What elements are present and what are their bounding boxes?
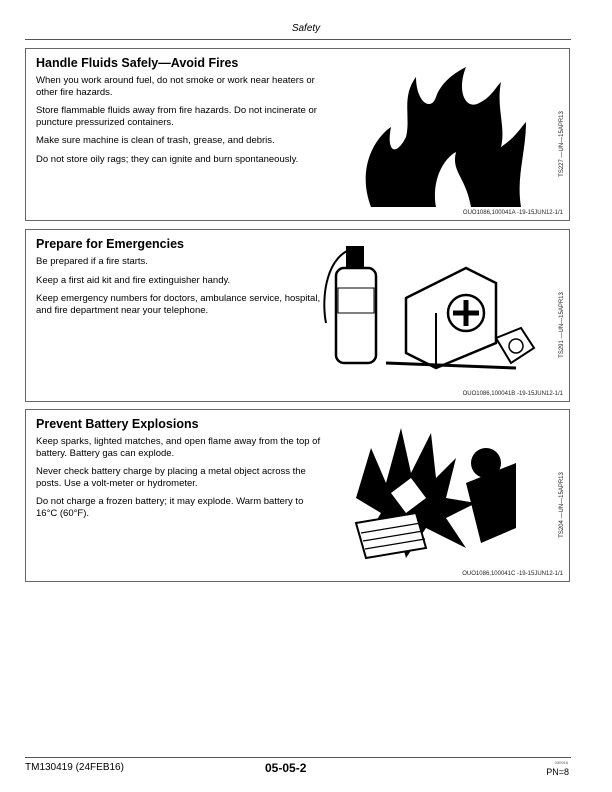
figure-id: TS204 —UN—15APR13 bbox=[559, 472, 565, 538]
battery-explosion-illustration bbox=[354, 428, 516, 560]
first-aid-extinguisher-illustration bbox=[323, 246, 536, 370]
paragraph: Keep emergency numbers for doctors, ambu… bbox=[36, 293, 321, 316]
paragraph: Never check battery charge by placing a … bbox=[36, 466, 306, 489]
section-header: Safety bbox=[291, 23, 321, 34]
flames-illustration bbox=[365, 67, 526, 207]
paragraph: Keep sparks, lighted matches, and open f… bbox=[36, 436, 321, 459]
safety-block-battery: Prevent Battery Explosions Keep sparks, … bbox=[25, 409, 570, 582]
figure-id: TS291 —UN—15APR13 bbox=[559, 292, 565, 358]
paragraph: When you work around fuel, do not smoke … bbox=[36, 75, 315, 98]
paragraph: Do not store oily rags; they can ignite … bbox=[36, 153, 299, 165]
reference-code: OUO1086,100041C -19-15JUN12-1/1 bbox=[462, 571, 563, 577]
reference-code: OUO1086,100041A -19-15JUN12-1/1 bbox=[462, 210, 563, 216]
pn-number: PN=8 bbox=[546, 767, 569, 777]
paragraph: Store flammable fluids away from fire ha… bbox=[36, 105, 317, 128]
page-number: 05-05-2 bbox=[265, 761, 307, 775]
block-body: Keep sparks, lighted matches, and open f… bbox=[36, 436, 321, 526]
block-title: Prepare for Emergencies bbox=[36, 237, 184, 251]
date-code: 030916 bbox=[554, 760, 568, 765]
paragraph: Make sure machine is clean of trash, gre… bbox=[36, 135, 275, 146]
footer-rule bbox=[25, 757, 571, 758]
header-rule bbox=[25, 39, 571, 40]
reference-code: OUO1086,100041B -19-15JUN12-1/1 bbox=[462, 391, 563, 397]
block-body: When you work around fuel, do not smoke … bbox=[36, 75, 321, 172]
block-title: Prevent Battery Explosions bbox=[36, 417, 199, 431]
block-title: Handle Fluids Safely—Avoid Fires bbox=[36, 56, 239, 70]
manual-number: TM130419 (24FEB16) bbox=[25, 762, 124, 773]
paragraph: Keep a first aid kit and fire extinguish… bbox=[36, 274, 231, 286]
block-body: Be prepared if a fire starts. Keep a fir… bbox=[36, 256, 321, 323]
safety-block-fire: Handle Fluids Safely—Avoid Fires When yo… bbox=[25, 48, 570, 221]
paragraph: Be prepared if a fire starts. bbox=[36, 256, 148, 267]
paragraph: Do not charge a frozen battery; it may e… bbox=[36, 496, 304, 519]
figure-id: TS227 —UN—15APR13 bbox=[559, 111, 565, 177]
safety-block-emergencies: Prepare for Emergencies Be prepared if a… bbox=[25, 229, 570, 402]
